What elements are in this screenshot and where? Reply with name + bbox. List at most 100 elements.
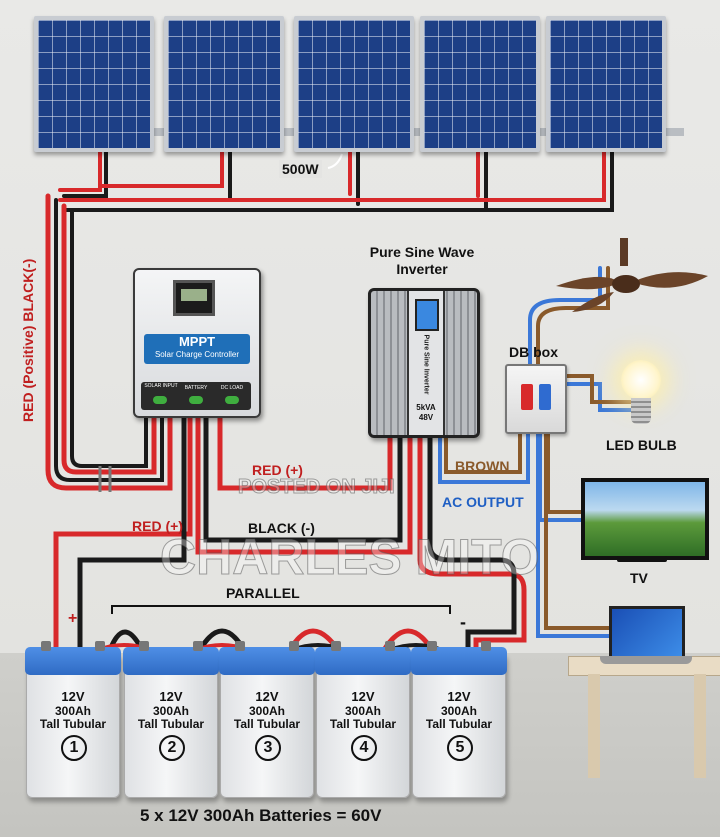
battery-capacity: 300Ah: [54, 704, 92, 718]
terminal-label-battery: BATTERY: [184, 385, 208, 391]
battery-post: [235, 641, 245, 651]
inverter-title: Pure Sine Wave Inverter: [356, 244, 488, 278]
laptop-base: [600, 656, 692, 664]
battery-post: [289, 641, 299, 651]
battery-post: [139, 641, 149, 651]
television: [581, 478, 709, 560]
battery-type: Tall Tubular: [329, 717, 397, 731]
battery-number: 2: [159, 735, 185, 761]
battery-capacity: 300Ah: [248, 704, 286, 718]
inverter-title-line1: Pure Sine Wave: [369, 244, 475, 260]
battery-post: [41, 641, 51, 651]
terminal-solar: [153, 396, 167, 404]
terminal-load: [225, 396, 239, 404]
battery-5: 12V 300Ah Tall Tubular 5: [411, 641, 507, 798]
battery-lid: [123, 647, 219, 675]
bottom-caption: 5 x 12V 300Ah Batteries = 60V: [140, 806, 382, 825]
battery-voltage: 12V: [159, 689, 183, 704]
terminal-label-solar: SOLAR INPUT: [144, 383, 178, 389]
battery-1: 12V 300Ah Tall Tubular 1: [25, 641, 121, 798]
parallel-label: PARALLEL: [226, 585, 300, 601]
solar-panel: [34, 16, 154, 152]
watermark-line2: CHARLES MITO: [160, 529, 541, 586]
battery-number: 4: [351, 735, 377, 761]
desk-leg: [588, 674, 600, 778]
red-plus-upper-label: RED (+): [252, 462, 303, 478]
red-plus-lower-label: RED (+): [132, 518, 183, 534]
watermark-line1: POSTED ON JIJI: [238, 476, 396, 499]
led-bulb: [621, 360, 661, 400]
battery-type: Tall Tubular: [425, 717, 493, 731]
negative-sign: -: [460, 612, 466, 632]
inverter-title-line2: Inverter: [396, 261, 448, 277]
battery-voltage: 12V: [447, 689, 471, 704]
desk-leg: [694, 674, 706, 778]
controller-terminal-strip: SOLAR INPUT BATTERY DC LOAD: [141, 382, 251, 410]
inverter-rating: 5kVA 48V: [409, 403, 443, 423]
battery-lid: [411, 647, 507, 675]
battery-lid: [315, 647, 411, 675]
laptop: [609, 606, 685, 660]
panels-power-label: 500W: [279, 160, 322, 178]
ac-output-label: AC OUTPUT: [442, 494, 524, 510]
inverter-face: Pure Sine Inverter 5kVA 48V: [407, 291, 445, 435]
battery-voltage: 12V: [61, 689, 85, 704]
battery-type: Tall Tubular: [137, 717, 205, 731]
solar-panel: [164, 16, 284, 152]
inverter-face-text: Pure Sine Inverter: [422, 334, 430, 395]
battery-voltage: 12V: [255, 689, 279, 704]
battery-post: [331, 641, 341, 651]
black-minus-label: BLACK (-): [248, 520, 315, 536]
battery-type: Tall Tubular: [233, 717, 301, 731]
solar-panel: [294, 16, 414, 152]
controller-subtitle: Solar Charge Controller: [154, 350, 240, 359]
controller-title: MPPT: [178, 334, 216, 349]
terminal-battery: [189, 396, 203, 404]
controller-badge: MPPT Solar Charge Controller: [144, 334, 250, 364]
tv-label: TV: [630, 570, 648, 586]
mppt-controller: MPPT Solar Charge Controller SOLAR INPUT…: [133, 268, 261, 418]
inverter-rating-line1: 5kVA: [416, 403, 436, 412]
solar-panel: [546, 16, 666, 152]
inverter-rating-line2: 48V: [418, 413, 434, 422]
battery-post: [481, 641, 491, 651]
parallel-bracket: [111, 605, 451, 614]
polarity-vertical-label: RED (Positive) BLACK(-): [20, 258, 36, 422]
positive-sign: +: [68, 610, 78, 627]
battery-capacity: 300Ah: [152, 704, 190, 718]
battery-lid: [25, 647, 121, 675]
battery-lid: [219, 647, 315, 675]
battery-post: [427, 641, 437, 651]
battery-2: 12V 300Ah Tall Tubular 2: [123, 641, 219, 798]
inverter: Pure Sine Inverter 5kVA 48V: [368, 288, 480, 438]
db-box-label: DB box: [509, 344, 558, 360]
battery-4: 12V 300Ah Tall Tubular 4: [315, 641, 411, 798]
ceiling-fan: [556, 238, 708, 312]
led-bulb-base: [631, 398, 651, 424]
battery-capacity: 300Ah: [440, 704, 478, 718]
solar-panel: [420, 16, 540, 152]
battery-number: 5: [447, 735, 473, 761]
battery-number: 3: [255, 735, 281, 761]
tv-stand: [617, 556, 667, 562]
terminal-label-load: DC LOAD: [220, 385, 244, 391]
battery-3: 12V 300Ah Tall Tubular 3: [219, 641, 315, 798]
db-switch-red: [521, 384, 533, 410]
db-switch-blue: [539, 384, 551, 410]
controller-display: [173, 280, 215, 316]
battery-number: 1: [61, 735, 87, 761]
wire-cable-tie: [98, 466, 112, 492]
battery-post: [95, 641, 105, 651]
led-bulb-label: LED BULB: [606, 437, 677, 453]
brown-label: BROWN: [455, 458, 510, 474]
db-box: [505, 364, 567, 434]
battery-post: [193, 641, 203, 651]
battery-capacity: 300Ah: [344, 704, 382, 718]
battery-voltage: 12V: [351, 689, 375, 704]
battery-type: Tall Tubular: [39, 717, 107, 731]
panel-cables: [45, 144, 614, 491]
inverter-screen: [415, 299, 439, 331]
ac-cables: [438, 266, 633, 638]
battery-post: [385, 641, 395, 651]
